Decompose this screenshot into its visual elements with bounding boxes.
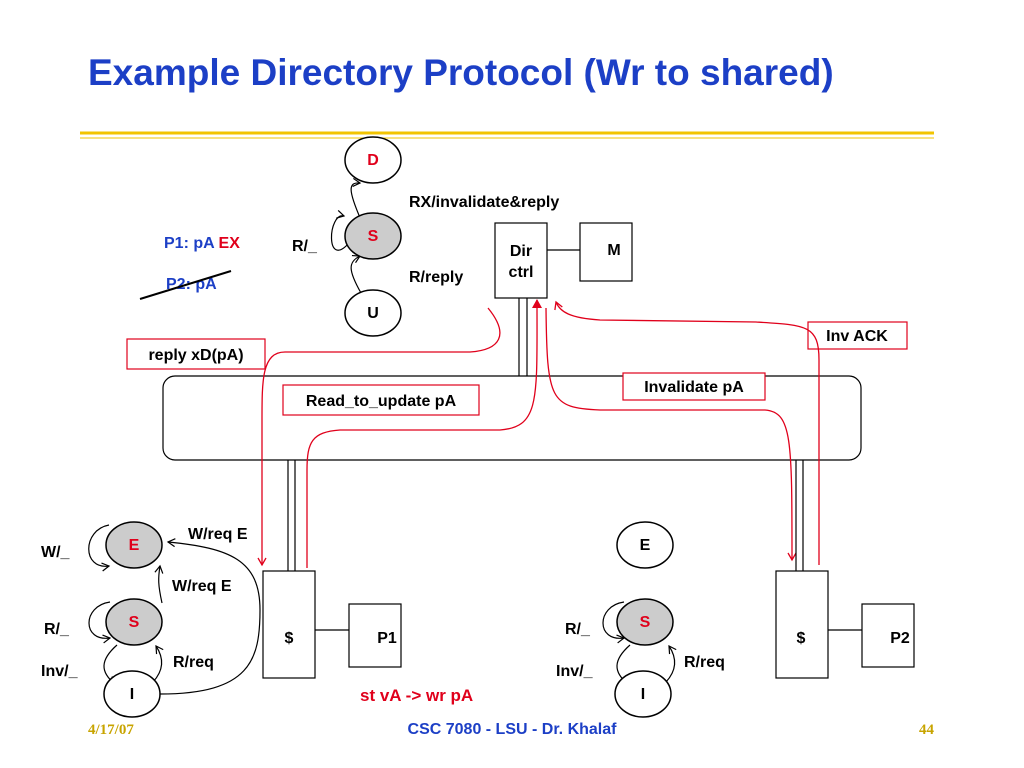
p2-transition-inv: Inv/_ [556,663,594,680]
sharer-list: P1: pA EX P2: pA [139,235,240,300]
sharer-p2-strikethrough [139,270,232,300]
p1-processor-label: P1 [377,630,397,647]
p1-state-s [105,598,163,646]
p1-state-i-label: I [130,686,134,703]
p1-transition-i-to-s: R/req [173,654,214,671]
p1-action: st vA -> wr pA [360,686,473,705]
p1-processor-box [348,603,402,668]
p2-arrow-i-to-s [665,644,677,683]
sharer-p2: P2: pA [166,276,217,293]
p1-transition-i-to-e: W/req E [188,526,248,543]
p2-state-i-label: I [641,686,645,703]
inv-ack-box [807,321,908,350]
arrow-u-to-s [350,254,362,294]
p1-arrow-i-to-s [152,644,164,683]
p2-state-e-label: E [640,537,651,554]
directory-controller: Dir ctrl M [494,222,633,376]
arrow-s-self [330,210,350,251]
p2-state-e [616,521,674,569]
p1-transition-w-self: W/_ [41,544,71,561]
footer-date: 4/17/07 [88,722,134,738]
p2-processor-label: P2 [890,630,910,647]
title-rule [80,131,934,139]
p1-arrow-i-to-e [159,538,261,695]
reply-message-label: reply xD(pA) [148,347,243,364]
arrow-read-to-update [306,299,543,568]
p1-node: $ P1 E S I W/_ W/req E W/req E R/_ R/req… [41,460,473,718]
p2-state-i [614,670,672,718]
dir-transition-s-self: R/_ [292,238,318,255]
dir-state-u [344,289,402,337]
read-to-update-label: Read_to_update pA [306,393,457,410]
inv-ack-label: Inv ACK [826,328,888,345]
invalidate-box [622,372,766,401]
dir-state-d [344,136,402,184]
p2-state-s-label: S [640,614,651,631]
arrow-inv-ack [554,300,820,565]
p2-transition-r-self: R/_ [565,621,591,638]
arrow-s-to-d [350,177,362,221]
memory-box [579,222,633,282]
slide-title: Example Directory Protocol (Wr to shared… [88,52,834,93]
dir-transition-s-to-d: RX/invalidate&reply [409,194,559,211]
p1-arrow-r-self [88,601,112,644]
p2-arrow-r-self [602,601,626,644]
dir-ctrl-box [494,222,548,299]
message-arrows [257,299,820,568]
read-to-update-box [282,384,480,416]
p1-state-i [103,670,161,718]
p1-cache-label: $ [285,630,294,647]
dir-state-s-label: S [368,228,379,245]
dir-ctrl-label-2: ctrl [509,264,534,281]
dir-state-d-label: D [367,152,379,169]
arrow-invalidate-to-p2 [545,307,797,562]
dir-transition-u-to-s: R/reply [409,269,463,286]
arrow-reply-to-p1 [257,307,501,567]
reply-message-box [126,338,266,370]
footer-course: CSC 7080 - LSU - Dr. Khalaf [408,721,618,738]
p2-cache-label: $ [797,630,806,647]
p1-transition-s-to-e: W/req E [172,578,232,595]
footer-page-number: 44 [919,722,935,738]
directory-state-machine: D S U RX/invalidate&reply R/_ R/reply [292,136,559,337]
p2-node: $ P2 E S I R/_ R/req Inv/_ [556,460,915,718]
p1-arrow-w-self [88,524,111,572]
p1-cache-box [262,570,316,679]
message-labels: reply xD(pA) Read_to_update pA Invalidat… [126,321,908,416]
p1-transition-r-self: R/_ [44,621,70,638]
p2-transition-i-to-s: R/req [684,654,725,671]
dir-state-s [344,212,402,260]
p2-processor-box [861,603,915,668]
p1-state-s-label: S [129,614,140,631]
p1-arrow-s-to-e [154,564,164,604]
p2-cache-box [775,570,829,679]
p2-state-s [616,598,674,646]
footer: 4/17/07 CSC 7080 - LSU - Dr. Khalaf 44 [88,721,935,738]
p1-state-e [105,521,163,569]
sharer-p1: P1: pA EX [164,235,240,252]
p1-transition-inv: Inv/_ [41,663,79,680]
p1-state-e-label: E [129,537,140,554]
dir-ctrl-label-1: Dir [510,243,532,260]
invalidate-label: Invalidate pA [644,379,744,396]
dir-state-u-label: U [367,305,379,322]
memory-label: M [607,242,620,259]
